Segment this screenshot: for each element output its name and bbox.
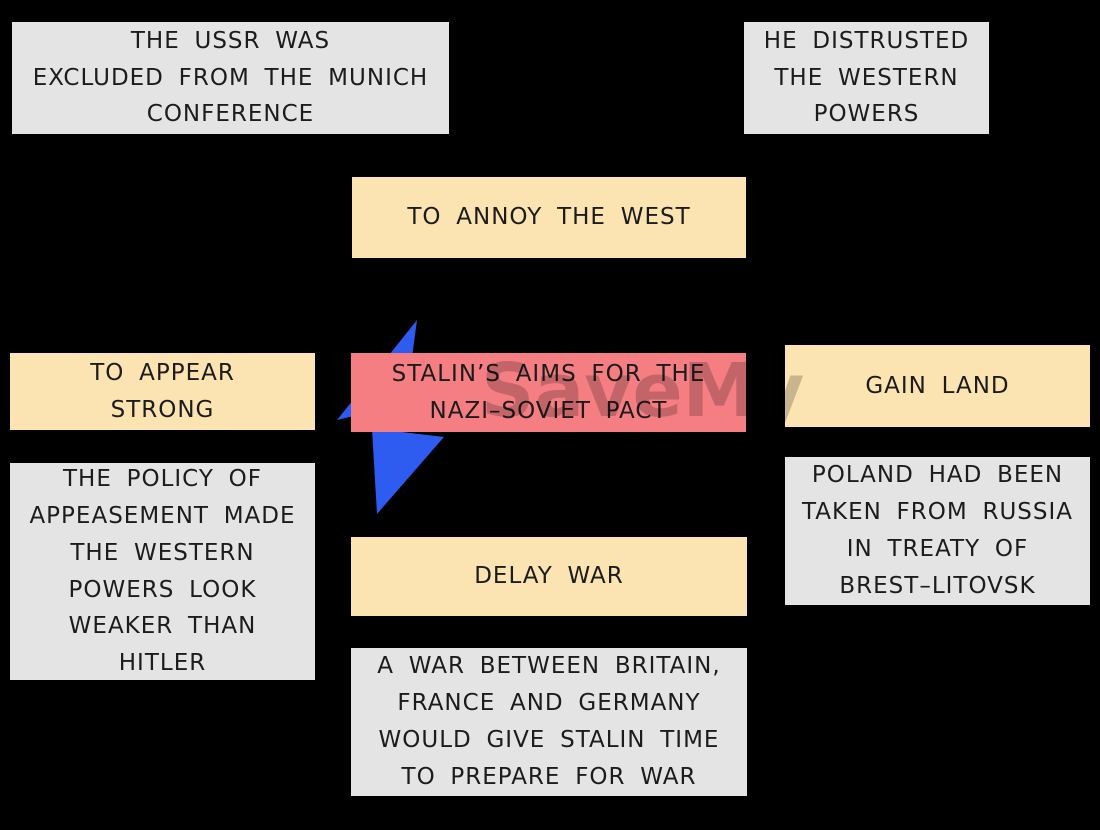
node-aim-annoy-the-west: TO ANNOY THE WEST bbox=[352, 177, 746, 258]
node-central-stalins-aims-label: STALIN’S AIMS FOR THE NAZI–SOVIET PACT bbox=[391, 360, 706, 424]
node-aim-delay-war-label: DELAY WAR bbox=[474, 563, 624, 590]
node-aim-annoy-the-west-label: TO ANNOY THE WEST bbox=[407, 204, 691, 231]
node-time-to-prepare-for-war: A WAR BETWEEN BRITAIN, FRANCE AND GERMAN… bbox=[351, 648, 747, 796]
node-policy-of-appeasement: THE POLICY OF APPEASEMENT MADE THE WESTE… bbox=[10, 463, 315, 680]
node-time-to-prepare-for-war-label: A WAR BETWEEN BRITAIN, FRANCE AND GERMAN… bbox=[377, 653, 721, 790]
node-munich-conference-label: THE USSR WAS EXCLUDED FROM THE MUNICH CO… bbox=[32, 27, 429, 128]
node-poland-brest-litovsk-label: POLAND HAD BEEN TAKEN FROM RUSSIA IN TRE… bbox=[801, 462, 1073, 599]
node-aim-delay-war: DELAY WAR bbox=[351, 537, 747, 616]
node-aim-gain-land-label: GAIN LAND bbox=[865, 372, 1010, 399]
node-munich-conference: THE USSR WAS EXCLUDED FROM THE MUNICH CO… bbox=[12, 22, 449, 134]
node-distrusted-western-powers-label: HE DISTRUSTED THE WESTERN POWERS bbox=[763, 27, 970, 128]
node-aim-gain-land: GAIN LAND bbox=[785, 345, 1090, 427]
node-poland-brest-litovsk: POLAND HAD BEEN TAKEN FROM RUSSIA IN TRE… bbox=[785, 457, 1090, 605]
node-aim-appear-strong-label: TO APPEAR STRONG bbox=[90, 359, 235, 423]
node-policy-of-appeasement-label: THE POLICY OF APPEASEMENT MADE THE WESTE… bbox=[29, 466, 296, 677]
node-aim-appear-strong: TO APPEAR STRONG bbox=[10, 353, 315, 430]
node-distrusted-western-powers: HE DISTRUSTED THE WESTERN POWERS bbox=[744, 22, 989, 134]
node-central-stalins-aims: STALIN’S AIMS FOR THE NAZI–SOVIET PACT bbox=[351, 353, 746, 432]
